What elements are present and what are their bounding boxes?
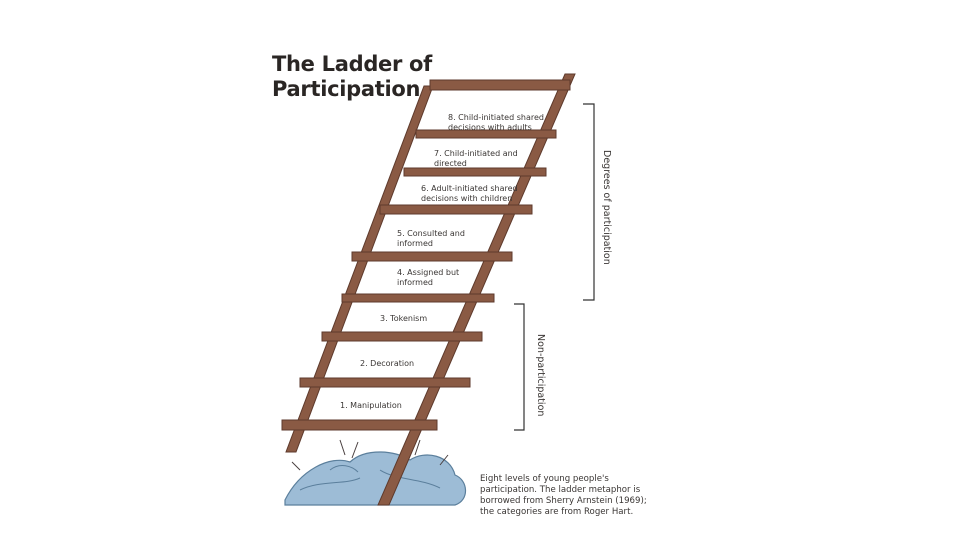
rung-label-7-line1: 7. Child-initiated and <box>434 149 518 159</box>
rung-label-8-line2: decisions with adults <box>448 123 544 133</box>
rung-5 <box>352 252 512 261</box>
rung-label-6-line2: decisions with children <box>421 194 518 204</box>
rung-label-8: 8. Child-initiated shared decisions with… <box>448 113 544 133</box>
title-line-2: Participation <box>272 77 432 102</box>
rung-label-8-line1: 8. Child-initiated shared <box>448 113 544 123</box>
rung-label-1: 1. Manipulation <box>340 401 402 411</box>
figure-title: The Ladder of Participation <box>272 52 432 102</box>
non-participation-label: Non-participation <box>535 334 546 416</box>
rung-label-5: 5. Consulted and informed <box>397 229 465 249</box>
rung-label-4: 4. Assigned but informed <box>397 268 459 288</box>
rung-label-5-line1: 5. Consulted and <box>397 229 465 239</box>
rung-label-7-line2: directed <box>434 159 518 169</box>
rung-label-6: 6. Adult-initiated shared decisions with… <box>421 184 518 204</box>
degrees-of-participation-label: Degrees of participation <box>601 150 612 265</box>
bracket-upper <box>583 104 594 300</box>
rung-label-5-line2: informed <box>397 239 465 249</box>
rung-4 <box>342 294 494 302</box>
rung-label-7: 7. Child-initiated and directed <box>434 149 518 169</box>
rung-top <box>430 80 570 90</box>
figure-caption: Eight levels of young people's participa… <box>480 474 650 518</box>
rung-7 <box>404 168 546 176</box>
bracket-lower <box>514 304 524 430</box>
rung-label-6-line1: 6. Adult-initiated shared <box>421 184 518 194</box>
title-line-1: The Ladder of <box>272 52 432 77</box>
rung-3 <box>322 332 482 341</box>
rung-2 <box>300 378 470 387</box>
rung-label-3: 3. Tokenism <box>380 314 427 324</box>
rung-label-2: 2. Decoration <box>360 359 414 369</box>
rung-6 <box>380 205 532 214</box>
rung-label-4-line1: 4. Assigned but <box>397 268 459 278</box>
ground-bush <box>285 440 466 505</box>
rung-label-4-line2: informed <box>397 278 459 288</box>
rung-1 <box>282 420 437 430</box>
